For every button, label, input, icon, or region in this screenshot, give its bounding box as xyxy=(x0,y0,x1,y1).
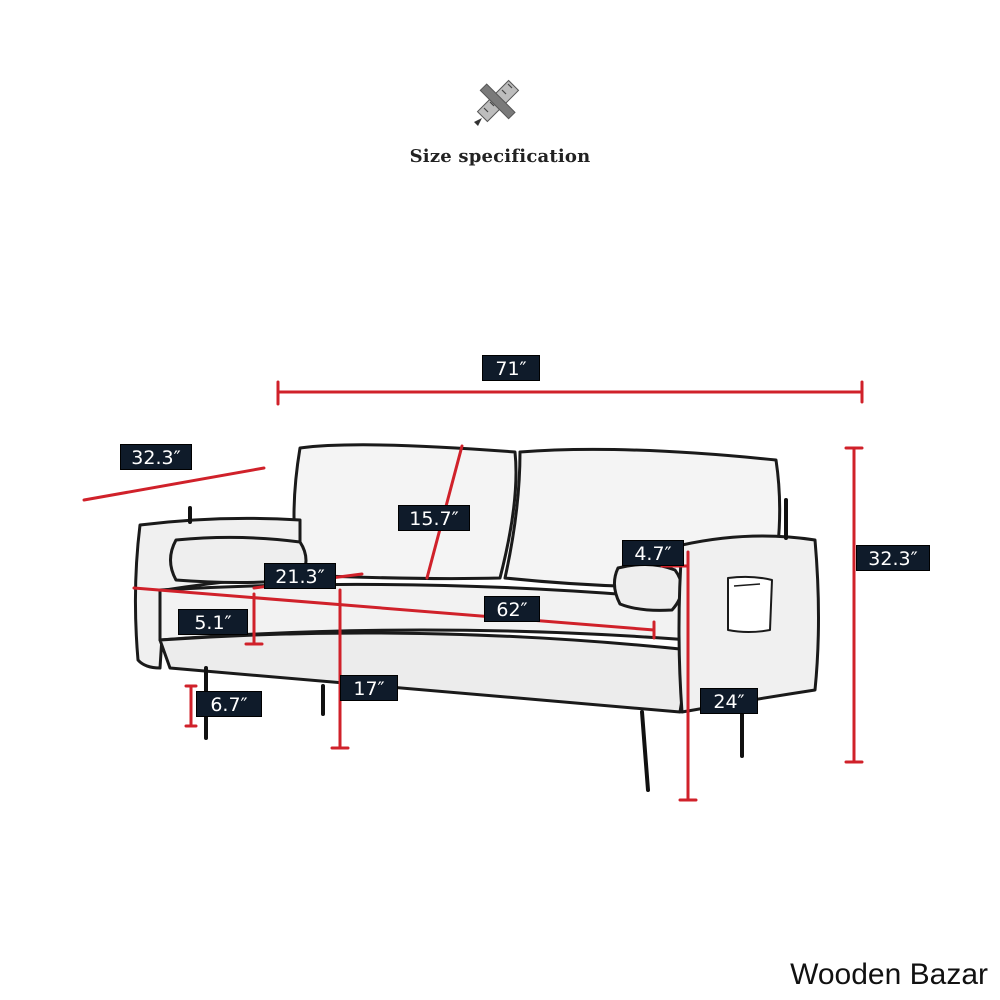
height-label: 32.3″ xyxy=(856,545,930,571)
backrest-height-label: 15.7″ xyxy=(398,505,470,531)
seat-width-label: 62″ xyxy=(484,596,540,622)
watermark: Wooden Bazar xyxy=(790,958,988,991)
armrest-width-label: 4.7″ xyxy=(622,540,684,566)
ruler-pencil-icon xyxy=(474,79,520,126)
overall-width-label: 71″ xyxy=(482,355,540,381)
page-title: Size specification xyxy=(409,146,591,167)
seat-height-label: 17″ xyxy=(340,675,398,701)
sofa-drawing xyxy=(133,443,820,714)
leg-height-label: 6.7″ xyxy=(196,691,262,717)
arm-height-label: 24″ xyxy=(700,688,758,714)
seat-depth-label: 21.3″ xyxy=(264,563,336,589)
depth-label: 32.3″ xyxy=(120,444,192,470)
cushion-thickness-label: 5.1″ xyxy=(178,609,248,635)
